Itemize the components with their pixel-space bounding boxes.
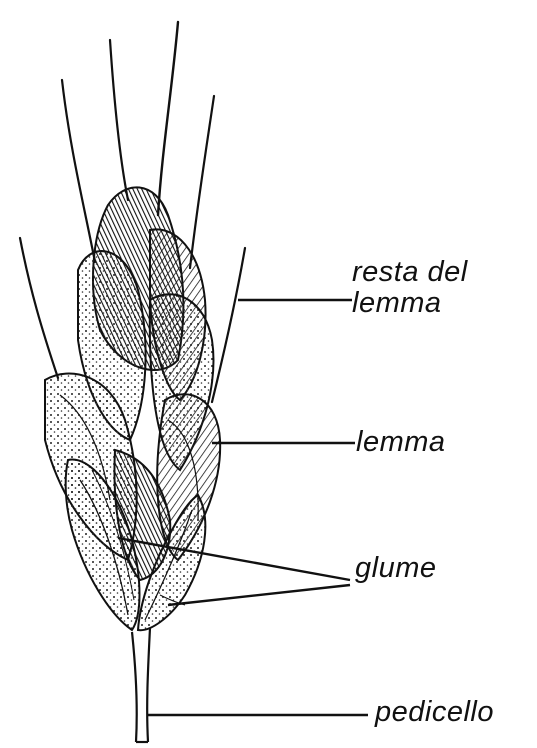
label-glumes: glume bbox=[355, 553, 437, 584]
spikelet-body bbox=[45, 187, 220, 630]
awn-5 bbox=[20, 238, 58, 378]
label-awn-line-1: resta del bbox=[352, 257, 468, 288]
label-awn-line-2: lemma bbox=[352, 288, 468, 319]
label-lemma: lemma bbox=[356, 427, 446, 458]
awn-2 bbox=[110, 40, 128, 200]
awn-3 bbox=[158, 22, 178, 215]
awn-4 bbox=[190, 96, 214, 268]
awn-6 bbox=[212, 248, 245, 402]
label-pedicel: pedicello bbox=[375, 697, 494, 728]
leader-glume-lower bbox=[168, 585, 350, 605]
pedicel-stalk bbox=[132, 628, 150, 742]
label-awn-of-lemma: resta del lemma bbox=[352, 257, 468, 319]
awn-1 bbox=[62, 80, 95, 262]
